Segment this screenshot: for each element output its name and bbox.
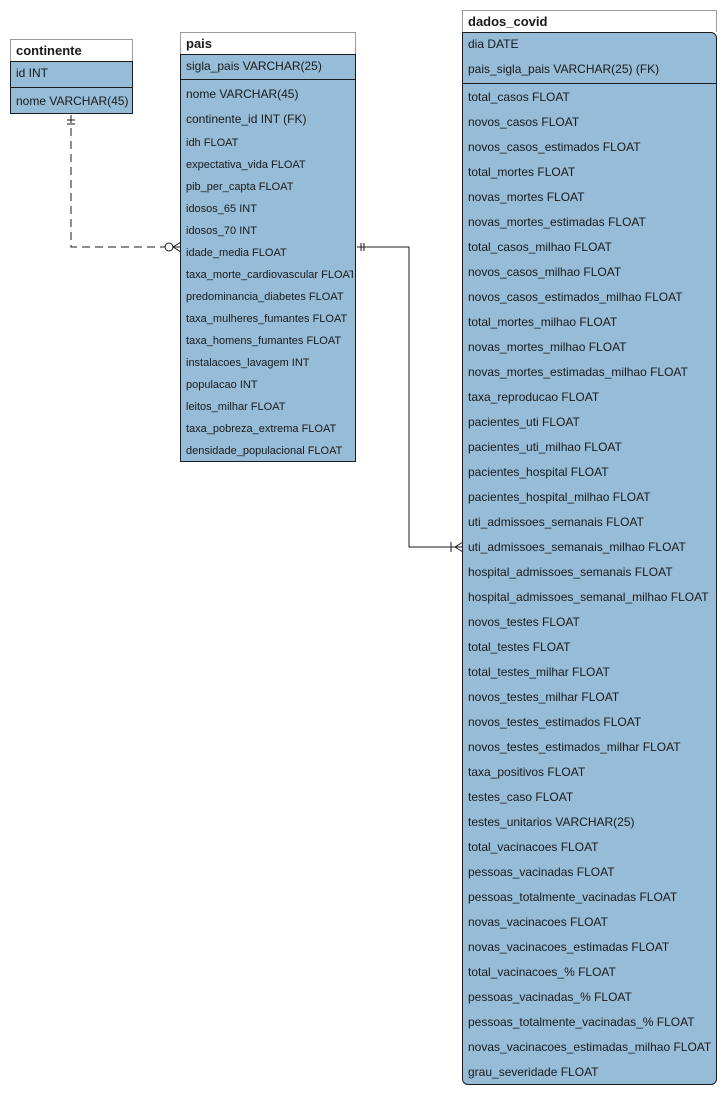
field: novos_casos_estimados_milhao FLOAT: [468, 290, 683, 304]
field: testes_unitarios VARCHAR(25): [468, 815, 635, 829]
field: novas_mortes_estimadas_milhao FLOAT: [468, 365, 688, 379]
field: idh FLOAT: [186, 137, 239, 149]
field: taxa_reproducao FLOAT: [468, 390, 600, 404]
field: nome VARCHAR(45): [16, 94, 129, 108]
key-separator: [11, 87, 132, 88]
field: idade_media FLOAT: [186, 247, 287, 259]
field: taxa_positivos FLOAT: [468, 765, 586, 779]
field: pib_per_capta FLOAT: [186, 181, 294, 193]
field: hospital_admissoes_semanais FLOAT: [468, 565, 673, 579]
field: taxa_homens_fumantes FLOAT: [186, 335, 342, 347]
crowfoot-icon: [454, 546, 464, 553]
field: novas_vacinacoes FLOAT: [468, 915, 608, 929]
field: pacientes_hospital FLOAT: [468, 465, 609, 479]
entity-pais[interactable]: pais sigla_pais VARCHAR(25) nome VARCHAR…: [180, 32, 356, 462]
zero-circle-icon: [164, 242, 174, 252]
field: hospital_admissoes_semanal_milhao FLOAT: [468, 590, 709, 604]
field: taxa_mulheres_fumantes FLOAT: [186, 313, 348, 325]
field: uti_admissoes_semanais FLOAT: [468, 515, 644, 529]
field: nome VARCHAR(45): [186, 87, 299, 101]
field: pessoas_vacinadas_% FLOAT: [468, 990, 632, 1004]
field: pacientes_hospital_milhao FLOAT: [468, 490, 651, 504]
field: novos_casos_estimados FLOAT: [468, 140, 641, 154]
crowfoot-icon: [172, 241, 182, 248]
field: populacao INT: [186, 379, 258, 391]
field: novos_testes_milhar FLOAT: [468, 690, 620, 704]
relationship-pais-dados-covid[interactable]: [357, 243, 464, 553]
field: densidade_populacional FLOAT: [186, 445, 343, 457]
field: pacientes_uti_milhao FLOAT: [468, 440, 622, 454]
field: predominancia_diabetes FLOAT: [186, 291, 344, 303]
entity-dados-covid[interactable]: dados_covid dia DATE pais_sigla_pais VAR…: [462, 10, 717, 1085]
field: novos_casos FLOAT: [468, 115, 580, 129]
field: grau_severidade FLOAT: [468, 1065, 599, 1079]
entity-body: dia DATE pais_sigla_pais VARCHAR(25) (FK…: [462, 32, 717, 1085]
field: novas_vacinacoes_estimadas FLOAT: [468, 940, 670, 954]
field: instalacoes_lavagem INT: [186, 357, 310, 369]
entity-title: continente: [10, 39, 133, 61]
field: leitos_milhar FLOAT: [186, 401, 286, 413]
field: total_vacinacoes_% FLOAT: [468, 965, 616, 979]
entity-title: pais: [180, 32, 356, 54]
field: novas_mortes FLOAT: [468, 190, 585, 204]
field: novas_mortes_estimadas FLOAT: [468, 215, 646, 229]
field: pacientes_uti FLOAT: [468, 415, 580, 429]
field: pessoas_totalmente_vacinadas_% FLOAT: [468, 1015, 695, 1029]
field: idosos_70 INT: [186, 225, 257, 237]
field: idosos_65 INT: [186, 203, 257, 215]
field: total_mortes_milhao FLOAT: [468, 315, 618, 329]
entity-title: dados_covid: [462, 10, 717, 32]
field: novos_testes_estimados FLOAT: [468, 715, 642, 729]
field: novos_testes_estimados_milhar FLOAT: [468, 740, 681, 754]
pk-field: pais_sigla_pais VARCHAR(25) (FK): [468, 62, 660, 76]
pk-field: id INT: [16, 66, 49, 80]
entity-continente[interactable]: continente id INT nome VARCHAR(45): [10, 39, 133, 114]
field: novos_casos_milhao FLOAT: [468, 265, 622, 279]
field: total_casos_milhao FLOAT: [468, 240, 612, 254]
pk-field: sigla_pais VARCHAR(25): [186, 59, 322, 73]
crowfoot-icon: [172, 246, 182, 253]
relationship-continente-pais[interactable]: [67, 115, 182, 253]
field: total_mortes FLOAT: [468, 165, 576, 179]
entity-body: id INT nome VARCHAR(45): [10, 61, 133, 114]
field: novos_testes FLOAT: [468, 615, 580, 629]
field: pessoas_vacinadas FLOAT: [468, 865, 615, 879]
field: novas_mortes_milhao FLOAT: [468, 340, 627, 354]
key-separator: [181, 79, 355, 80]
field: taxa_morte_cardiovascular FLOAT: [186, 269, 353, 281]
field: novas_vacinacoes_estimadas_milhao FLOAT: [468, 1040, 712, 1054]
field: total_testes_milhar FLOAT: [468, 665, 610, 679]
field: continente_id INT (FK): [186, 112, 307, 126]
field: uti_admissoes_semanais_milhao FLOAT: [468, 540, 686, 554]
field: total_casos FLOAT: [468, 90, 570, 104]
key-separator: [463, 83, 716, 84]
field: total_testes FLOAT: [468, 640, 571, 654]
field: pessoas_totalmente_vacinadas FLOAT: [468, 890, 678, 904]
field: taxa_pobreza_extrema FLOAT: [186, 423, 337, 435]
crowfoot-icon: [454, 541, 464, 548]
field: expectativa_vida FLOAT: [186, 159, 306, 171]
pk-field: dia DATE: [468, 37, 519, 51]
field: testes_caso FLOAT: [468, 790, 574, 804]
field: total_vacinacoes FLOAT: [468, 840, 599, 854]
entity-body: sigla_pais VARCHAR(25) nome VARCHAR(45) c…: [180, 54, 356, 462]
